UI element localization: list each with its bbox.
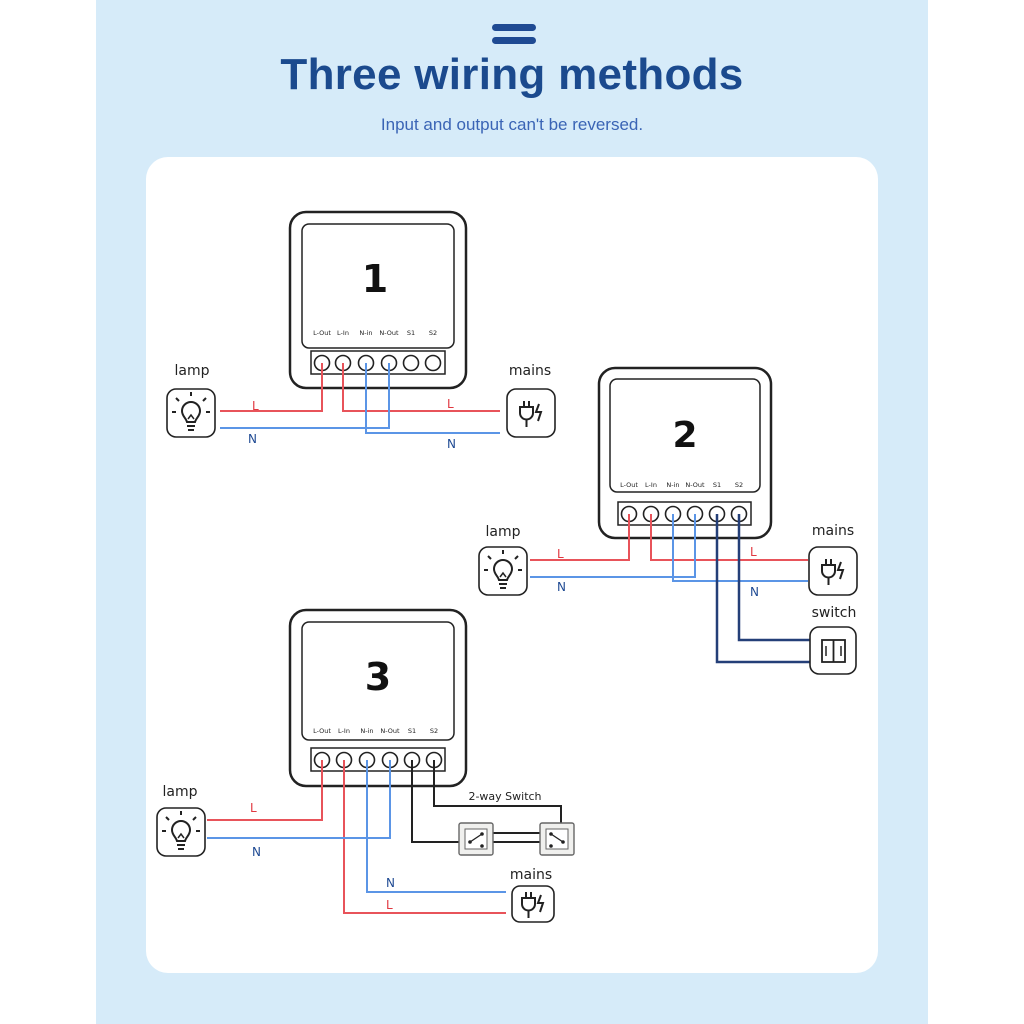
terminal-label-n-in: N-in [666, 481, 679, 489]
mains-box [808, 546, 858, 596]
terminal-label-s1: S1 [407, 329, 415, 337]
wire-letter: N [252, 845, 261, 859]
switch-wire-s1 [715, 514, 810, 664]
mains-label: mains [812, 523, 854, 539]
terminal-label-s1: S1 [408, 727, 416, 735]
neutral-wire-mains [365, 363, 500, 434]
wire-letter: N [447, 437, 456, 451]
live-wire-mains [343, 760, 506, 914]
live-wire-lamp [207, 760, 323, 821]
terminal-label-n-in: N-in [359, 329, 372, 337]
switch-icon [821, 639, 846, 663]
wire-letter: L [250, 801, 257, 815]
switch-label: switch [812, 605, 857, 621]
terminal-label-s2: S2 [430, 727, 438, 735]
mains-box [506, 388, 556, 438]
terminal-label-n-out: N-Out [380, 727, 400, 735]
terminal-label-s2: S2 [429, 329, 437, 337]
two-way-switch-label: 2-way Switch [468, 790, 541, 803]
mains-label: mains [509, 363, 551, 379]
wire-letter: L [447, 397, 454, 411]
page-title: Three wiring methods [280, 50, 744, 99]
neutral-wire-mains [366, 760, 506, 893]
diagram-number: 2 [672, 415, 697, 456]
terminal-label-l-in: L-In [338, 727, 350, 735]
terminal-label-n-out: N-Out [685, 481, 705, 489]
mains-box [511, 885, 555, 923]
diagram-number: 3 [365, 655, 391, 699]
terminal-label-n-in: N-in [360, 727, 373, 735]
terminal-label-s1: S1 [713, 481, 721, 489]
wire-letter: L [252, 399, 259, 413]
wire-letter: N [557, 580, 566, 594]
module-face [301, 223, 455, 349]
terminal-label-l-in: L-In [337, 329, 349, 337]
two-way-switch-b-icon [539, 822, 575, 856]
two-way-wire-s1 [411, 760, 478, 843]
live-wire-mains [342, 363, 500, 412]
diagram-1: 1 L-Out L-In N-in N-Out S1 S2 L L N N la… [166, 210, 556, 451]
terminal-label-l-out: L-Out [620, 481, 638, 489]
wire-letter: L [750, 545, 757, 559]
lamp-label: lamp [486, 524, 521, 540]
terminal-label-s2: S2 [735, 481, 743, 489]
terminal-label-n-out: N-Out [379, 329, 399, 337]
switch-wire-s2 [737, 514, 810, 642]
wire-letter: N [248, 432, 257, 446]
menu-icon [492, 24, 536, 48]
two-way-switch-a-icon [458, 822, 494, 856]
neutral-wire-lamp [220, 363, 390, 429]
page-subtitle: Input and output can't be reversed. [380, 115, 644, 134]
lamp-label: lamp [163, 784, 198, 800]
diagram-number: 1 [362, 257, 388, 301]
terminal-label-l-in: L-In [645, 481, 657, 489]
lamp-label: lamp [175, 363, 210, 379]
live-wire-mains [650, 514, 808, 561]
neutral-wire-mains [672, 514, 808, 582]
live-wire-lamp [220, 363, 323, 412]
terminal-label-l-out: L-Out [313, 727, 331, 735]
wire-letter: L [557, 547, 564, 561]
neutral-wire-lamp [207, 760, 391, 839]
mains-label: mains [510, 867, 552, 883]
module-face [609, 378, 761, 493]
module-face [301, 621, 455, 741]
terminal-block [310, 747, 446, 772]
wire-letter: L [386, 898, 393, 912]
diagram-3: 3 L-Out L-In N-in N-Out S1 S2 L N N L 2-… [156, 608, 575, 923]
wire-letter: N [750, 585, 759, 599]
neutral-wire-lamp [530, 514, 696, 578]
wire-letter: N [386, 876, 395, 890]
terminal-label-l-out: L-Out [313, 329, 331, 337]
live-wire-lamp [530, 514, 630, 561]
diagram-2: 2 L-Out L-In N-in N-Out S1 S2 L L N N la… [478, 366, 858, 675]
